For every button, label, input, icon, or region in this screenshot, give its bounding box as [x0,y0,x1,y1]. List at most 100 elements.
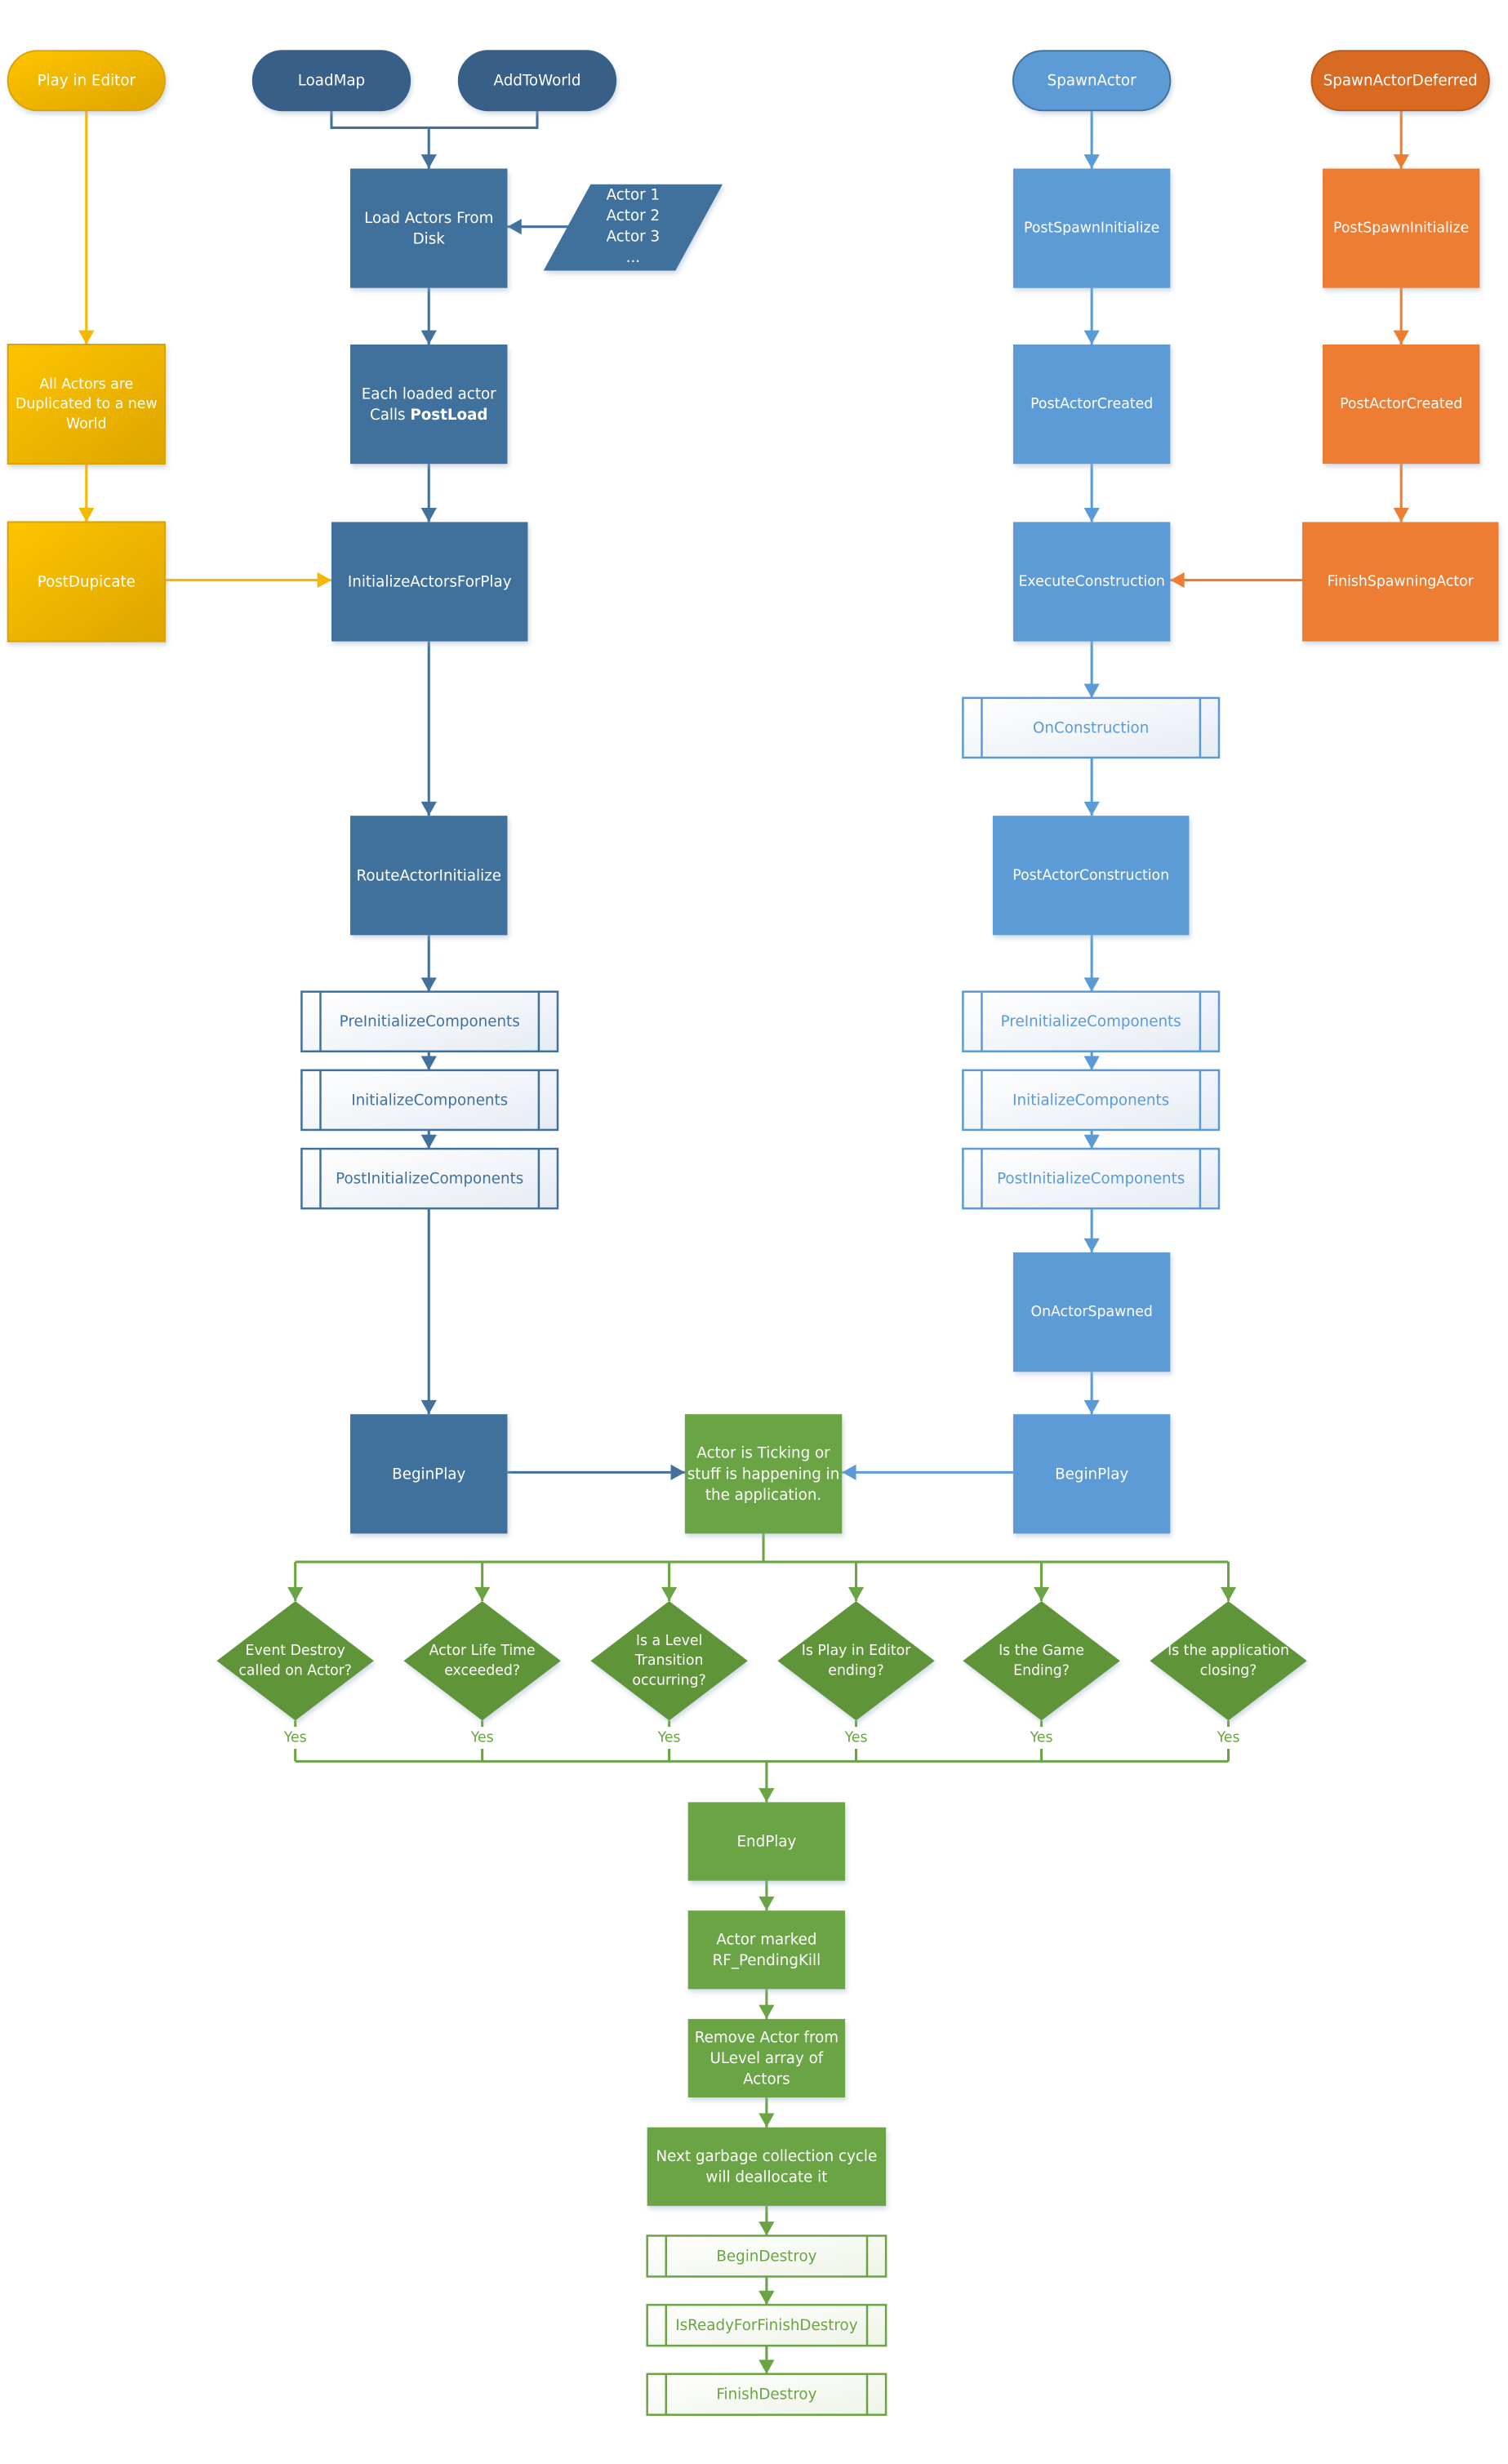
arrowhead-icon [1083,1134,1100,1150]
arrowhead-icon [78,508,95,523]
node-execute-construction: ExecuteConstruction [1012,522,1171,642]
node-label: BeginPlay [1055,1466,1128,1483]
arrowhead-icon [287,1586,304,1602]
arrowhead-icon [420,801,437,816]
node-post-initialize-components-left: PostInitializeComponents [300,1147,559,1210]
node-begin-destroy: BeginDestroy [646,2235,887,2278]
node-begin-play-left: BeginPlay [350,1414,508,1534]
node-label: InitializeComponents [1012,1092,1169,1109]
arrowhead-icon [420,330,437,345]
node-label: EndPlay [736,1833,796,1850]
node-label: PostActorCreated [1340,396,1462,412]
node-label: InitializeComponents [351,1092,508,1109]
node-label: PreInitializeComponents [1001,1013,1181,1030]
node-route-actor-initialize: RouteActorInitialize [350,816,508,936]
arrowhead-icon [1220,1586,1237,1602]
node-post-spawn-initialize-deferred: PostSpawnInitialize [1322,168,1480,288]
node-play-in-editor: Play in Editor [7,50,166,112]
arrowhead-icon [1083,508,1100,523]
arrowhead-icon [420,1399,437,1415]
node-post-initialize-components-right: PostInitializeComponents [962,1147,1221,1210]
node-label: SpawnActorDeferred [1323,72,1478,89]
node-post-spawn-initialize: PostSpawnInitialize [1012,168,1171,288]
node-label: PostInitializeComponents [336,1170,523,1187]
node-post-dupicate: PostDupicate [7,521,166,643]
node-label: FinishDestroy [716,2386,816,2403]
arrowhead-icon [1083,1399,1100,1415]
arrowhead-icon [474,1586,491,1602]
arrowhead-icon [1393,330,1409,345]
arrowhead-icon [420,1056,437,1070]
node-label: PostInitializeComponents [997,1170,1185,1187]
node-pre-initialize-components-left: PreInitializeComponents [300,990,559,1052]
arrowhead-icon [842,1464,856,1480]
arrowhead-icon [78,330,95,345]
yes-label: Yes [657,1730,681,1746]
node-label: PostActorConstruction [1012,867,1169,883]
arrowhead-icon [670,1464,685,1480]
node-is-ready-for-finish-destroy: IsReadyForFinishDestroy [646,2303,887,2347]
arrowhead-icon [1083,977,1100,992]
node-post-actor-construction: PostActorConstruction [992,816,1190,936]
arrowhead-icon [420,1134,437,1150]
arrowhead-icon [1033,1586,1050,1602]
arrowhead-icon [317,572,331,589]
node-label: AddToWorld [494,72,581,89]
node-label: Play in Editor [38,72,136,89]
arrowhead-icon [1083,683,1100,698]
node-label: BeginPlay [392,1466,465,1483]
node-begin-play-right: BeginPlay [1012,1414,1171,1534]
yes-label: Yes [1030,1730,1053,1746]
node-on-construction: OnConstruction [962,696,1221,759]
arrowhead-icon [420,977,437,992]
connector [330,110,539,129]
node-label: PostDupicate [38,573,136,590]
arrowhead-icon [758,1896,775,1911]
node-initialize-components-right: InitializeComponents [962,1069,1221,1132]
arrowhead-icon [1083,154,1100,169]
node-finish-destroy: FinishDestroy [646,2373,887,2416]
node-label: BeginDestroy [716,2248,816,2265]
node-load-map: LoadMap [251,50,411,112]
node-label: PostSpawnInitialize [1024,220,1159,237]
arrowhead-icon [1083,1238,1100,1253]
arrowhead-icon [1083,801,1100,816]
node-initialize-actors-for-play: InitializeActorsForPlay [331,522,528,642]
arrowhead-icon [847,1586,865,1602]
node-label: PreInitializeComponents [340,1013,520,1030]
node-label: OnActorSpawned [1030,1304,1152,1320]
node-label: FinishSpawningActor [1328,573,1475,589]
yes-label: Yes [470,1730,494,1746]
node-finish-spawning-actor: FinishSpawningActor [1301,522,1499,642]
arrowhead-icon [1170,572,1185,589]
arrowhead-icon [758,2222,775,2236]
node-label: RouteActorInitialize [356,867,501,884]
node-label: ExecuteConstruction [1018,573,1164,589]
arrowhead-icon [758,2004,775,2019]
arrowhead-icon [758,2359,775,2374]
arrowhead-icon [758,2113,775,2128]
yes-label: Yes [1217,1730,1240,1746]
yes-label: Yes [844,1730,868,1746]
node-spawn-actor-deferred: SpawnActorDeferred [1310,50,1490,112]
